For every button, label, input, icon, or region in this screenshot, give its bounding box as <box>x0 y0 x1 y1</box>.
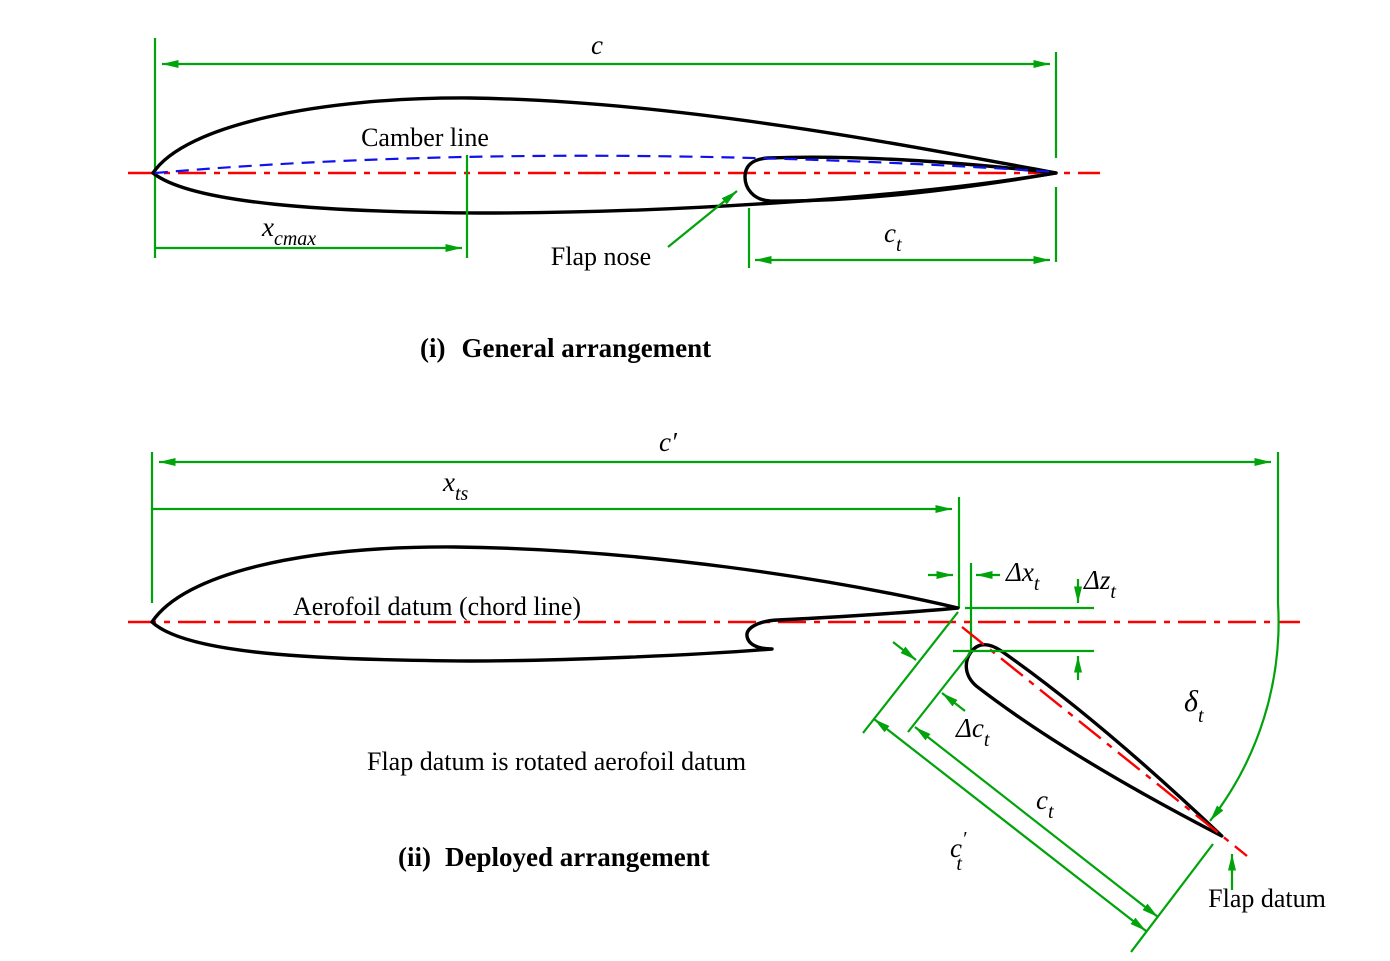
fig1-flap-nose-leader-arrow <box>667 190 738 248</box>
fig2-caption: (ii)Deployed arrangement <box>398 842 710 872</box>
fig2-delta-x-label: Δxt <box>1005 557 1040 595</box>
fig2-delta-c-arrow-lower <box>941 692 966 712</box>
figure1-general-arrangement: c Camber line xcmax Flap nose ct (i)Gene… <box>128 30 1100 363</box>
fig1-flap-chord-label: ct <box>884 218 902 256</box>
fig2-flap-datum-label: Flap datum <box>1208 884 1326 913</box>
fig2-deflection-angle-label: δt <box>1184 685 1204 727</box>
fig2-flap-datum-line <box>961 626 1248 857</box>
fig2-rail-through-flap-te <box>1130 843 1214 953</box>
fig1-flap-nose-label: Flap nose <box>551 242 651 271</box>
fig2-delta-c-arrow-upper <box>892 641 917 661</box>
fig2-extended-flap-chord-label: c′t <box>950 828 967 875</box>
fig2-extended-flap-chord-dimension-line <box>873 718 1147 932</box>
fig1-camber-line-label: Camber line <box>361 123 489 152</box>
fig2-delta-c-label: Δct <box>955 713 990 751</box>
fig2-aerofoil-datum-label: Aerofoil datum (chord line) <box>293 592 581 621</box>
fig2-xts-label: xts <box>442 467 469 505</box>
fig2-rail-through-shroud-te <box>862 611 959 734</box>
fig1-xcmax-label: xcmax <box>261 212 316 250</box>
fig2-flap-chord-label: ct <box>1036 785 1054 823</box>
fig2-delta-z-label: Δzt <box>1083 565 1116 603</box>
fig1-camber-line <box>154 154 1057 175</box>
fig1-caption: (i)General arrangement <box>420 333 711 363</box>
figure2-deployed-arrangement: c′ xts Aerofoil datum (chord line) Δxt Δ… <box>128 427 1326 953</box>
fig2-note: Flap datum is rotated aerofoil datum <box>367 747 746 776</box>
fig2-main-element-outline <box>150 545 960 663</box>
fig2-deflection-angle-arc <box>1209 602 1280 822</box>
fig2-rail-through-flap-nose <box>907 651 972 733</box>
fig2-deployed-flap-outline <box>964 643 1224 838</box>
fig1-chord-label: c <box>591 30 603 60</box>
fig2-extended-chord-label: c′ <box>659 427 678 457</box>
